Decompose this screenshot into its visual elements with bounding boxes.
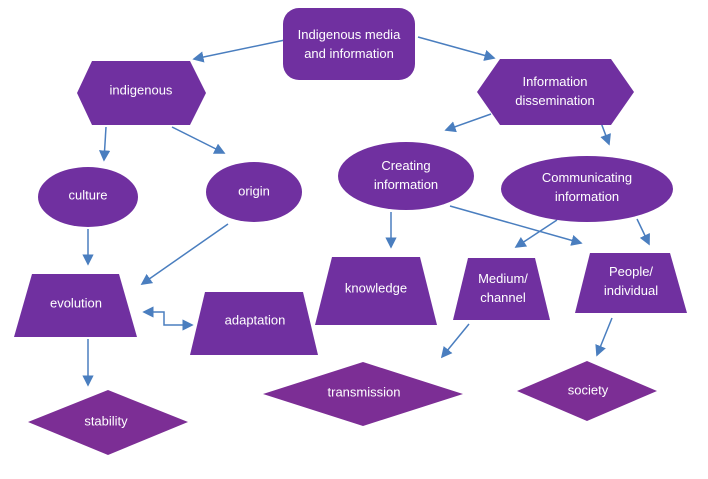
edge-dissemination-creating: [444, 113, 492, 133]
node-evolution-shape: [14, 274, 137, 337]
node-medium-shape: [453, 258, 550, 320]
node-knowledge-shape: [315, 257, 437, 325]
node-root-shape: [283, 8, 415, 80]
node-society-shape: [517, 361, 657, 421]
edge-creating-people: [449, 205, 583, 246]
node-culture-shape: [38, 167, 138, 227]
node-indigenous-shape: [77, 61, 206, 125]
edge-root-indigenous: [192, 39, 286, 63]
node-stability-shape: [28, 390, 188, 455]
edge-indigenous-origin: [171, 126, 226, 154]
node-communicating-shape: [501, 156, 673, 222]
edge-communicating-people: [636, 218, 650, 246]
node-people-shape: [575, 253, 687, 313]
edge-medium-transmission: [440, 323, 470, 359]
node-transmission-shape: [263, 362, 463, 426]
edge-people-society: [595, 317, 613, 357]
edge-origin-evolution: [140, 223, 229, 285]
edges-layer: [82, 36, 650, 387]
edge-evolution-adaptation: [142, 306, 194, 331]
node-creating-shape: [338, 142, 474, 210]
edge-communicating-medium: [514, 219, 558, 248]
node-origin-shape: [206, 162, 302, 222]
nodes-layer: [14, 8, 687, 455]
edge-indigenous-culture: [98, 126, 111, 162]
node-adaptation-shape: [190, 292, 318, 355]
node-dissemination-shape: [477, 59, 634, 125]
edge-root-dissemination: [417, 36, 496, 61]
